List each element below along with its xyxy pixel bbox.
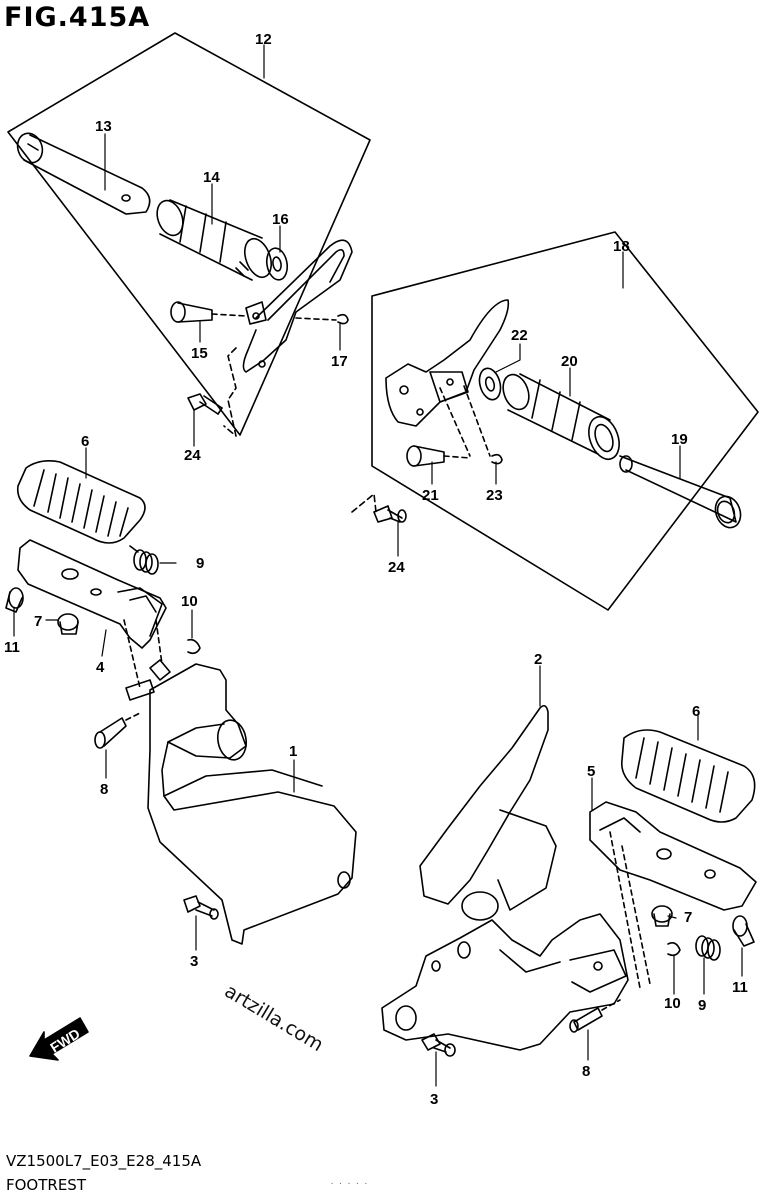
bracket-upper-right: [385, 299, 510, 427]
part-22-washer: [478, 367, 502, 401]
callout-8-right: 8: [582, 1063, 590, 1080]
callout-5: 5: [587, 763, 595, 780]
part-20-grip: [502, 373, 620, 461]
part-10-clip-right: [667, 942, 681, 957]
part-23-clip: [491, 453, 503, 465]
part-3-bolt-left: [183, 895, 219, 920]
part-16-washer: [265, 247, 289, 281]
callout-8-left: 8: [100, 781, 108, 798]
part-11-bolt-left: [5, 587, 24, 613]
callout-9-right: 9: [698, 997, 706, 1014]
assembly-box-12: [7, 32, 371, 436]
leader-lines: [13, 44, 743, 1087]
callout-11-right: 11: [732, 979, 748, 996]
callout-15: 15: [191, 345, 208, 362]
part-13-pin: [16, 132, 151, 215]
part-7-nut-left: [57, 613, 79, 635]
callout-labels: 12 13 14 16 15 17 24 18 22 20 19 21 23 2…: [4, 31, 748, 1108]
callout-20: 20: [561, 353, 578, 370]
callout-16: 16: [272, 211, 289, 228]
part-24-bolt-upper: [187, 393, 223, 415]
model-code: VZ1500L7_E03_E28_415A: [6, 1152, 202, 1170]
callout-1: 1: [289, 743, 297, 760]
part-9-spring-right: [695, 935, 721, 961]
callout-24-upper: 24: [184, 447, 201, 464]
callout-23: 23: [486, 487, 503, 504]
callout-2: 2: [534, 651, 542, 668]
part-8-pin-left: [94, 711, 143, 749]
callout-21: 21: [422, 487, 439, 504]
callout-9-left: 9: [196, 555, 204, 572]
figure-title: FIG.415A: [4, 2, 151, 33]
part-21-pin: [406, 445, 471, 467]
fwd-arrow-icon: [29, 1017, 89, 1061]
callout-19: 19: [671, 431, 688, 448]
part-5-footrest-right: [589, 801, 757, 911]
callout-14: 14: [203, 169, 220, 186]
callout-24-lower: 24: [388, 559, 405, 576]
part-14-grip: [156, 199, 272, 281]
part-4-footrest-left: [17, 539, 167, 649]
part-3-bolt-right: [421, 1033, 456, 1057]
part-6-pad-right: [620, 729, 756, 823]
part-1-bracket-left: [125, 659, 357, 945]
part-9-spring-left: [129, 545, 159, 575]
part-2-bracket-right: [381, 704, 629, 1051]
part-19-pin: [619, 455, 742, 529]
callout-13: 13: [95, 118, 112, 135]
callout-12: 12: [255, 31, 272, 48]
figure-caption: FOOTREST: [6, 1176, 86, 1194]
part-11-bolt-right: [732, 915, 755, 947]
callout-4: 4: [96, 659, 105, 676]
part-17-clip: [337, 313, 349, 325]
callout-17: 17: [331, 353, 348, 370]
callout-6-left: 6: [81, 433, 89, 450]
bracket-upper-left: [242, 239, 353, 373]
callout-6-right: 6: [692, 703, 700, 720]
callout-10-left: 10: [181, 593, 198, 610]
part-8-pin-right: [569, 999, 621, 1033]
callout-7-left: 7: [34, 613, 42, 630]
callout-3-right: 3: [430, 1091, 438, 1108]
callout-3-left: 3: [190, 953, 198, 970]
part-24-bolt-lower: [373, 505, 407, 523]
assembly-box-18: [371, 231, 759, 611]
callout-11-left: 11: [4, 639, 20, 656]
callout-22: 22: [511, 327, 528, 344]
part-7-nut-right: [651, 905, 673, 927]
part-15-pin: [170, 301, 247, 323]
callout-18: 18: [613, 238, 630, 255]
callout-10-right: 10: [664, 995, 681, 1012]
part-10-clip-left: [187, 638, 201, 655]
footer-stamp: · · · · ·: [330, 1180, 368, 1188]
callout-7-right: 7: [684, 909, 692, 926]
part-6-pad-left: [16, 460, 146, 544]
